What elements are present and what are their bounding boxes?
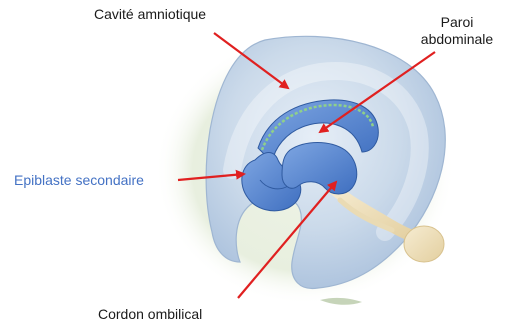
label-paroi-line1: Paroi xyxy=(405,14,509,31)
yolk-sac xyxy=(404,226,444,262)
label-cordon-ombilical: Cordon ombilical xyxy=(98,306,202,323)
label-epiblaste-secondaire: Epiblaste secondaire xyxy=(14,172,144,189)
label-cavite-amniotique: Cavité amniotique xyxy=(94,6,206,23)
speckle-bottom xyxy=(320,298,362,305)
label-paroi-line2: abdominale xyxy=(405,31,509,48)
label-paroi-abdominale: Paroi abdominale xyxy=(405,14,509,48)
